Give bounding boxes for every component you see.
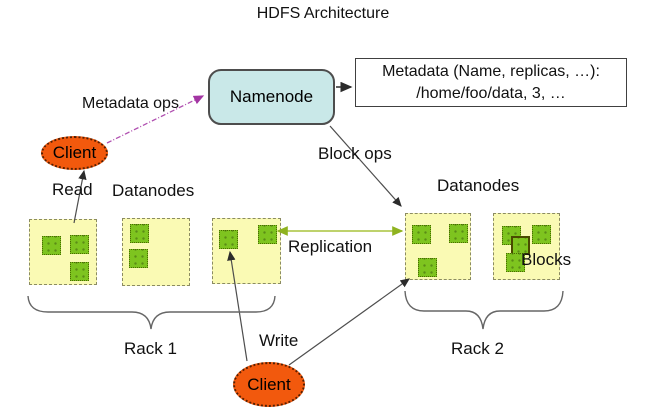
- block-square: [130, 224, 149, 243]
- label-datanodes-right: Datanodes: [437, 176, 520, 195]
- block-square: [418, 258, 437, 277]
- rack1-brace: [27, 295, 276, 330]
- datanode-box-4: [405, 213, 471, 280]
- block-square: [219, 230, 238, 249]
- client-bottom-label: Client: [247, 374, 291, 394]
- datanode-box-1: [29, 219, 97, 285]
- write-arrow-right: [288, 278, 410, 366]
- namenode-node: Namenode: [208, 69, 335, 125]
- datanode-box-3: [212, 218, 281, 284]
- page-title: HDFS Architecture: [256, 5, 390, 22]
- metadata-note-line2: /home/foo/data, 3, …: [416, 84, 566, 102]
- label-block-ops: Block ops: [318, 144, 392, 163]
- block-square: [70, 262, 89, 281]
- block-square: [412, 225, 431, 244]
- block-square: [511, 236, 530, 255]
- label-blocks: Blocks: [521, 250, 572, 269]
- client-top-label: Client: [52, 143, 97, 162]
- label-replication: Replication: [288, 237, 373, 256]
- label-rack2: Rack 2: [451, 339, 504, 358]
- datanode-box-2: [122, 218, 190, 286]
- block-square: [42, 236, 61, 255]
- client-bottom-node: Client: [233, 362, 305, 407]
- datanode-box-5: [493, 213, 560, 280]
- label-datanodes-left: Datanodes: [112, 181, 195, 200]
- rack2-brace: [404, 290, 564, 330]
- block-square: [129, 249, 148, 268]
- block-square: [449, 224, 468, 243]
- client-top-node: Client: [41, 136, 108, 170]
- block-square: [506, 253, 525, 272]
- label-metadata-ops: Metadata ops: [82, 95, 179, 112]
- block-square: [258, 225, 277, 244]
- metadata-note-box: Metadata (Name, replicas, …): /home/foo/…: [355, 58, 627, 107]
- label-rack1: Rack 1: [124, 339, 177, 358]
- label-write: Write: [259, 331, 299, 350]
- block-square: [532, 225, 551, 244]
- block-ops-arrow: [329, 125, 402, 207]
- namenode-label: Namenode: [229, 87, 314, 106]
- label-read: Read: [52, 180, 93, 199]
- metadata-note-line1: Metadata (Name, replicas, …):: [382, 62, 600, 80]
- block-square: [70, 235, 89, 254]
